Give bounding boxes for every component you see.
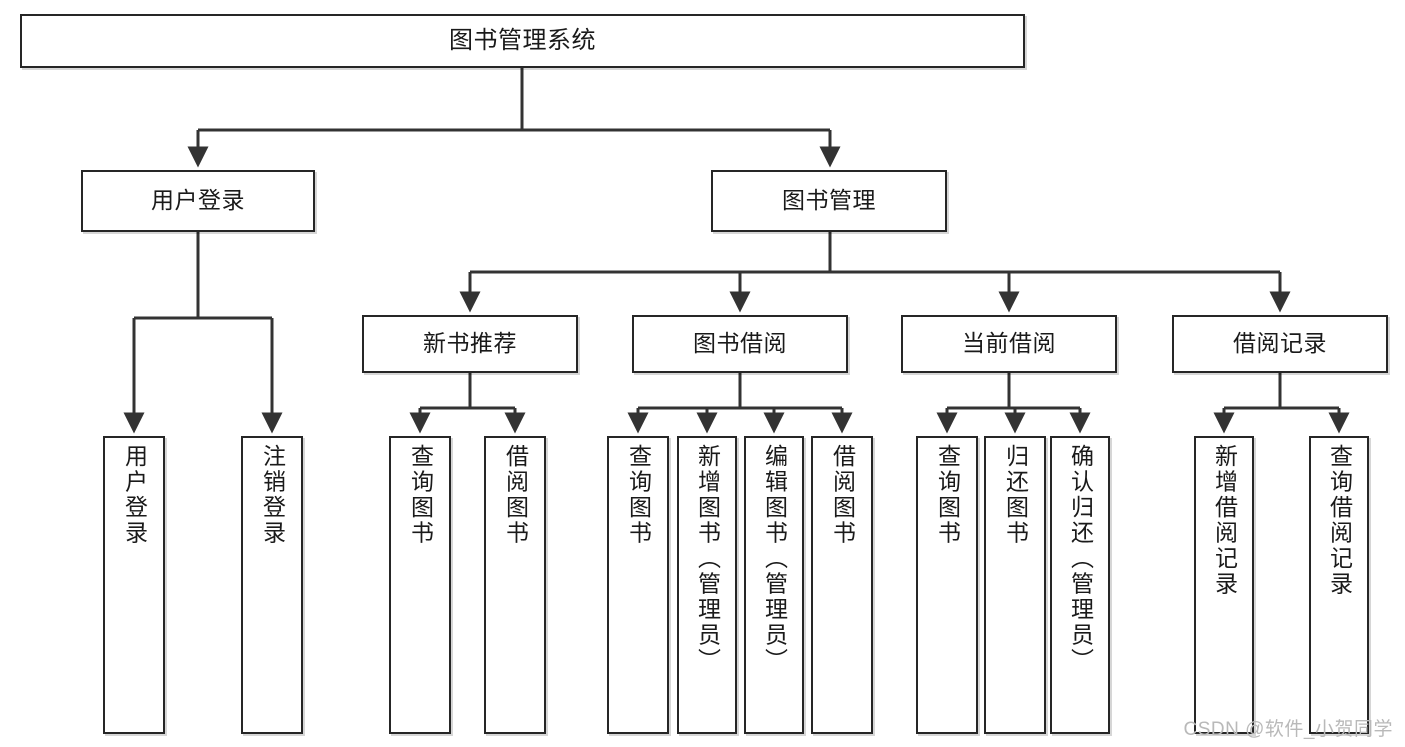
node-label: 查询图书	[934, 444, 961, 546]
node-label: 注销登录	[259, 444, 286, 546]
node-l-user-logout[interactable]: 注销登录	[241, 436, 303, 734]
node-label: 查询图书	[625, 444, 652, 546]
node-l-confirm-return[interactable]: 确认归还（管理员）	[1050, 436, 1110, 734]
node-l-query-book-3[interactable]: 查询图书	[916, 436, 978, 734]
node-l-add-book[interactable]: 新增图书（管理员）	[677, 436, 737, 734]
node-label: 借阅图书	[502, 444, 529, 546]
node-label: 图书管理	[782, 187, 876, 214]
node-n-book-manage[interactable]: 图书管理	[711, 170, 947, 232]
node-label: 图书管理系统	[449, 26, 596, 54]
node-l-query-book-2[interactable]: 查询图书	[607, 436, 669, 734]
node-n-book-borrow[interactable]: 图书借阅	[632, 315, 848, 373]
node-label: 查询图书	[407, 444, 434, 546]
node-l-return-book[interactable]: 归还图书	[984, 436, 1046, 734]
node-l-borrow-book-1[interactable]: 借阅图书	[484, 436, 546, 734]
node-label: 确认归还（管理员）	[1067, 444, 1094, 674]
node-root[interactable]: 图书管理系统	[20, 14, 1025, 68]
node-label: 新增图书（管理员）	[694, 444, 721, 674]
node-n-borrow-record[interactable]: 借阅记录	[1172, 315, 1388, 373]
node-label: 归还图书	[1002, 444, 1029, 546]
node-l-edit-book[interactable]: 编辑图书（管理员）	[744, 436, 804, 734]
node-n-current-borrow[interactable]: 当前借阅	[901, 315, 1117, 373]
node-label: 图书借阅	[693, 330, 787, 357]
node-label: 借阅记录	[1233, 330, 1327, 357]
node-l-query-book-1[interactable]: 查询图书	[389, 436, 451, 734]
node-label: 新增借阅记录	[1211, 444, 1238, 597]
node-l-add-record[interactable]: 新增借阅记录	[1194, 436, 1254, 734]
node-l-query-record[interactable]: 查询借阅记录	[1309, 436, 1369, 734]
node-label: 借阅图书	[829, 444, 856, 546]
node-label: 查询借阅记录	[1326, 444, 1353, 597]
node-n-user-login[interactable]: 用户登录	[81, 170, 315, 232]
node-label: 用户登录	[121, 444, 148, 546]
node-label: 编辑图书（管理员）	[761, 444, 788, 674]
node-l-user-login[interactable]: 用户登录	[103, 436, 165, 734]
node-label: 新书推荐	[423, 330, 517, 357]
node-n-new-book-rec[interactable]: 新书推荐	[362, 315, 578, 373]
node-label: 用户登录	[151, 187, 245, 214]
node-l-borrow-book-2[interactable]: 借阅图书	[811, 436, 873, 734]
node-label: 当前借阅	[962, 330, 1056, 357]
